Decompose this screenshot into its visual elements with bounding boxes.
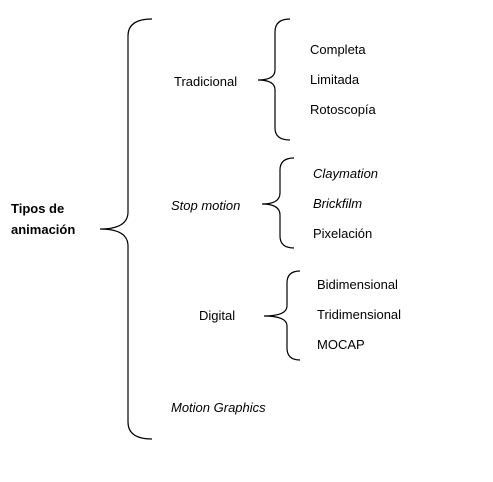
item-rotoscopia: Rotoscopía (310, 102, 376, 117)
brace-stop-motion (261, 157, 295, 249)
category-motion-graphics: Motion Graphics (171, 400, 266, 415)
item-limitada: Limitada (310, 72, 360, 87)
item-claymation: Claymation (313, 166, 379, 181)
main-brace (99, 18, 153, 440)
item-tridimensional: Tridimensional (317, 307, 402, 322)
root-label-line2: animación (11, 222, 76, 237)
item-pixelacion: Pixelación (313, 226, 373, 241)
item-brickfilm: Brickfilm (313, 196, 363, 211)
item-mocap: MOCAP (317, 337, 365, 352)
category-digital: Digital (199, 308, 236, 323)
brace-digital (263, 270, 301, 361)
category-stop-motion: Stop motion (171, 198, 241, 213)
brace-tradicional (257, 18, 291, 141)
category-tradicional: Tradicional (174, 74, 238, 89)
item-completa: Completa (310, 42, 366, 57)
item-bidimensional: Bidimensional (317, 277, 398, 292)
root-label-line1: Tipos de (11, 201, 65, 216)
